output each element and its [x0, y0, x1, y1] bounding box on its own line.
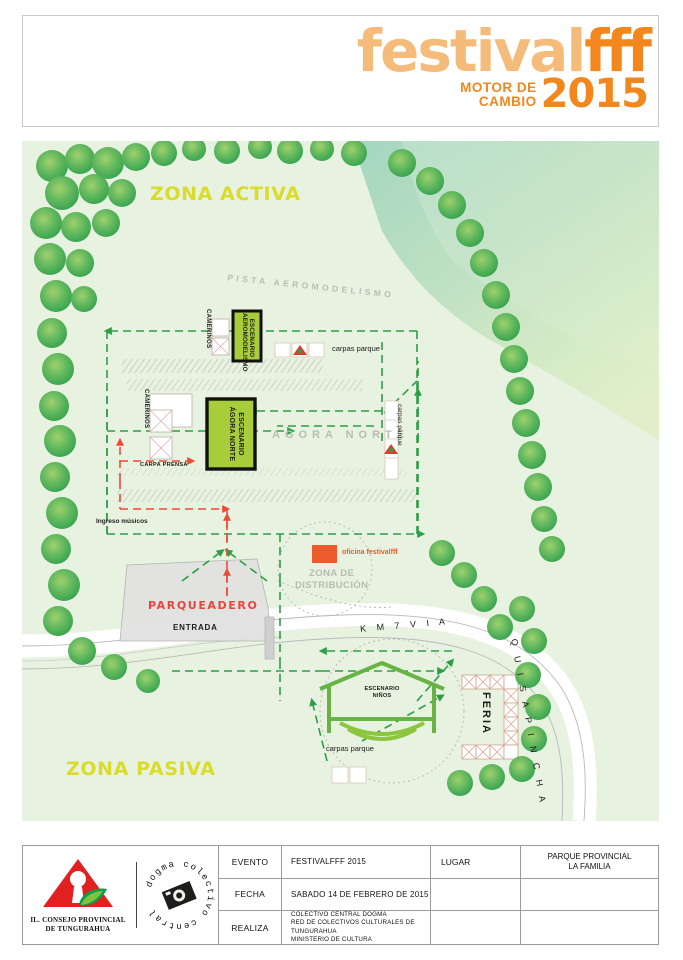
consejo-provincial-name: IL. CONSEJO PROVINCIAL DE TUNGURAHUA [24, 916, 132, 933]
council-name-line1: IL. CONSEJO PROVINCIAL [30, 916, 126, 925]
lugar-value: PARQUE PROVINCIAL LA FAMILIA [521, 846, 658, 878]
lugar-key: LUGAR [431, 846, 521, 878]
logo-motor-cambio: MOTOR DE CAMBIO [460, 81, 541, 112]
logo-divider [136, 862, 137, 928]
empty-cell [431, 878, 521, 911]
lugar-line2: LA FAMILIA [568, 861, 611, 871]
site-map: ZONA ACTIVA ZONA PASIVA PISTA AEROMODELI… [22, 141, 659, 821]
logo-wordmark: festivalfff [357, 22, 652, 80]
footer-logos: IL. CONSEJO PROVINCIAL DE TUNGURAHUA dog… [23, 846, 219, 944]
map-graphics [22, 141, 659, 821]
row-key-evento: EVENTO [219, 846, 282, 878]
row-value-evento: FESTIVALFFF 2015 [282, 846, 431, 878]
dogma-colectivo-logo: dogma colectivo central [141, 857, 217, 933]
logo-year: 2015 [540, 71, 649, 117]
logo-festival-text: festival [356, 17, 587, 85]
consejo-provincial-logo: IL. CONSEJO PROVINCIAL DE TUNGURAHUA [24, 857, 132, 933]
empty-cell [431, 911, 521, 944]
logo-motor-line2: CAMBIO [478, 94, 537, 109]
festival-logo: festivalfff MOTOR DE CAMBIO 2015 [357, 22, 652, 117]
row-key-fecha: FECHA [219, 878, 282, 911]
header-banner: festivalfff MOTOR DE CAMBIO 2015 [22, 15, 659, 127]
logo-motor-line1: MOTOR DE [460, 80, 537, 95]
table-row: EVENTO FESTIVALFFF 2015 LUGAR PARQUE PRO… [219, 846, 658, 879]
tungurahua-emblem-icon [43, 859, 113, 908]
empty-cell [521, 911, 658, 944]
row-value-fecha: SABADO 14 DE FEBRERO DE 2015 [282, 878, 431, 911]
event-details-table: EVENTO FESTIVALFFF 2015 LUGAR PARQUE PRO… [219, 846, 658, 944]
logo-subtitle: MOTOR DE CAMBIO 2015 [357, 71, 649, 117]
empty-cell [521, 879, 658, 911]
dogma-circular-text-icon: dogma colectivo central [144, 859, 213, 931]
table-row: FECHA SABADO 14 DE FEBRERO DE 2015 [219, 878, 658, 912]
row-key-realiza: REALIZA [219, 911, 282, 944]
council-name-line2: DE TUNGURAHUA [45, 924, 111, 933]
logo-fff-text: fff [584, 17, 652, 85]
lugar-line1: PARQUE PROVINCIAL [547, 851, 632, 861]
footer-info-table: IL. CONSEJO PROVINCIAL DE TUNGURAHUA dog… [22, 845, 659, 945]
